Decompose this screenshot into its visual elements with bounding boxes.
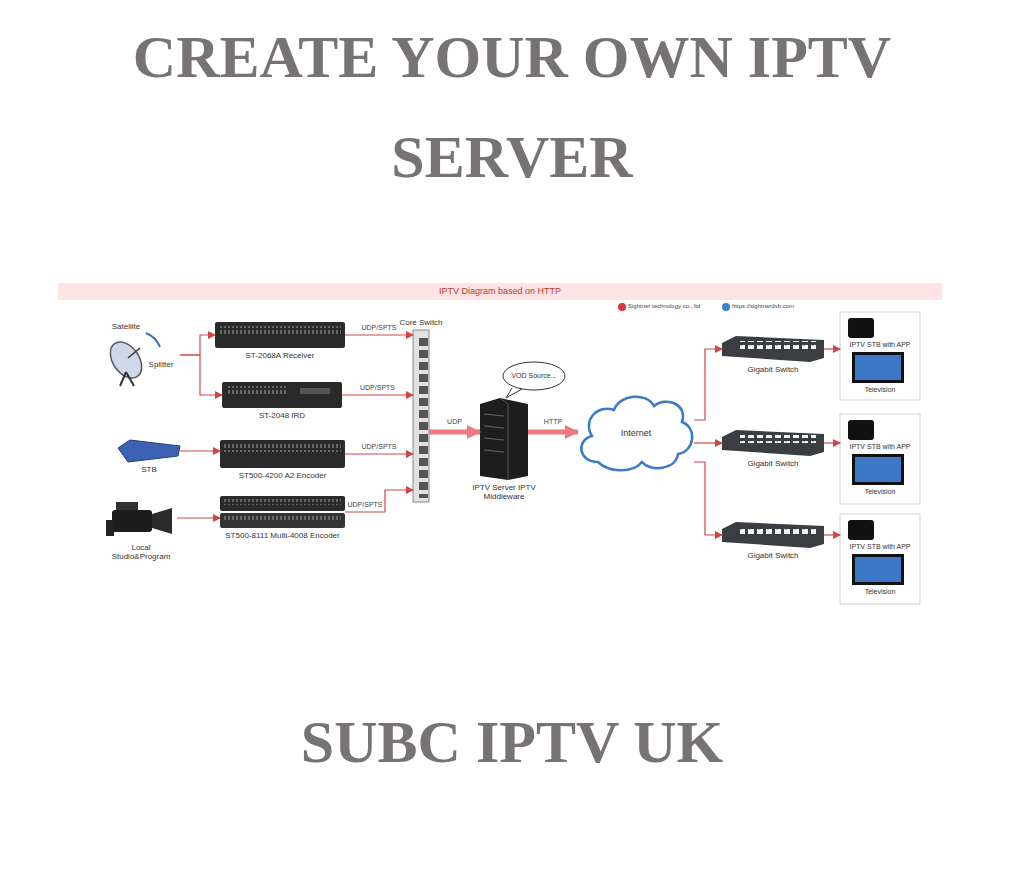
signal-line <box>694 442 722 443</box>
receiver-device: ST-2068A Receiver <box>215 322 345 348</box>
node-label: IPTV STB with APP <box>842 543 918 551</box>
node-label: IPTV Server IPTV Middleware <box>468 483 540 501</box>
page-caption: SUBC IPTV UK <box>32 692 992 792</box>
studio-camera: Local Studio&Program <box>105 500 177 540</box>
node-label: Gigabit Switch <box>728 459 818 468</box>
signal-line <box>342 394 413 395</box>
encoder-device: ST500-4200 A2 Encoder <box>220 440 345 468</box>
node-label: Gigabit Switch <box>728 551 818 560</box>
node-label: Internet <box>580 428 692 438</box>
video-camera <box>106 502 172 536</box>
server-tower <box>480 398 528 480</box>
client-set: IPTV STB with APP Television <box>840 514 920 604</box>
signal-line <box>345 453 413 454</box>
signal-line <box>345 334 413 335</box>
node-label: ST500-4200 A2 Encoder <box>218 471 348 480</box>
signal-line <box>180 355 222 395</box>
signal-line <box>694 349 722 420</box>
stb-box <box>118 440 180 462</box>
edge-label: UDP <box>446 418 463 426</box>
vod-bubble: VOD Source... <box>503 362 565 390</box>
node-label: ST-2048 IRD <box>222 411 342 420</box>
node-label: Local Studio&Program <box>105 543 177 561</box>
rack-devices <box>215 322 345 528</box>
signal-line <box>177 517 220 518</box>
node-label: Television <box>842 386 918 394</box>
gigabit-switch: Gigabit Switch <box>722 336 824 362</box>
stream-arrow <box>528 430 578 435</box>
client-sets <box>840 312 920 604</box>
signal-line <box>180 450 220 451</box>
client-set: IPTV STB with APP Television <box>840 312 920 400</box>
edge-label: UDP/SPTS <box>360 443 397 451</box>
iptv-server: IPTV Server IPTV Middleware <box>480 398 528 480</box>
node-label: Satellite <box>106 322 146 331</box>
page-title: CREATE YOUR OWN IPTV SERVER <box>32 7 992 207</box>
internet-cloud: Internet <box>578 392 694 474</box>
edge-label: HTTP <box>543 418 563 426</box>
node-label: Television <box>842 588 918 596</box>
edge-label: UDP/SPTS <box>360 324 397 332</box>
speech-bubble <box>503 362 565 398</box>
web-icon <box>722 303 730 311</box>
signal-line <box>180 335 215 355</box>
ird-device: ST-2048 IRD <box>222 382 342 408</box>
title-banner <box>58 283 942 300</box>
signal-line <box>345 490 413 512</box>
gigabit-switch: Gigabit Switch <box>722 522 824 548</box>
node-label: Core Switch <box>391 318 451 327</box>
node-label: Gigabit Switch <box>728 365 818 374</box>
satellite-dish <box>104 333 160 386</box>
stream-arrow <box>429 430 480 435</box>
client-set: IPTV STB with APP Television <box>840 414 920 504</box>
gigabit-switches <box>722 336 824 548</box>
free-label: Sightner technology co., ltd <box>628 303 724 310</box>
core-switch: Core Switch <box>413 330 429 502</box>
node-label: STB <box>118 465 180 474</box>
node-label: IPTV STB with APP <box>842 341 918 349</box>
core-switch-rack <box>413 330 429 502</box>
edge-label: UDP/SPTS <box>346 501 383 509</box>
node-label: ST-2068A Receiver <box>215 351 345 360</box>
node-label: VOD Source... <box>505 372 563 380</box>
signal-line <box>824 534 840 535</box>
signal-line <box>694 462 722 535</box>
signal-line <box>824 442 840 443</box>
logo-icon <box>618 303 626 311</box>
free-label: https://sightnerdvb.com <box>732 303 832 310</box>
stb-device: STB <box>118 440 180 462</box>
edge-label: UDP/SPTS <box>359 384 396 392</box>
free-label: IPTV Diagram based on HTTP <box>300 286 700 297</box>
signal-line <box>824 348 840 349</box>
node-label: Splitter <box>142 360 180 369</box>
satellite-splitter: SatelliteSplitter <box>100 322 180 388</box>
node-label: IPTV STB with APP <box>842 443 918 451</box>
gigabit-switch: Gigabit Switch <box>722 430 824 456</box>
node-label: ST500-8111 Multi-4008 Encoder <box>213 531 353 540</box>
node-label: Television <box>842 488 918 496</box>
encoder-device: ST500-8111 Multi-4008 Encoder <box>220 496 345 528</box>
